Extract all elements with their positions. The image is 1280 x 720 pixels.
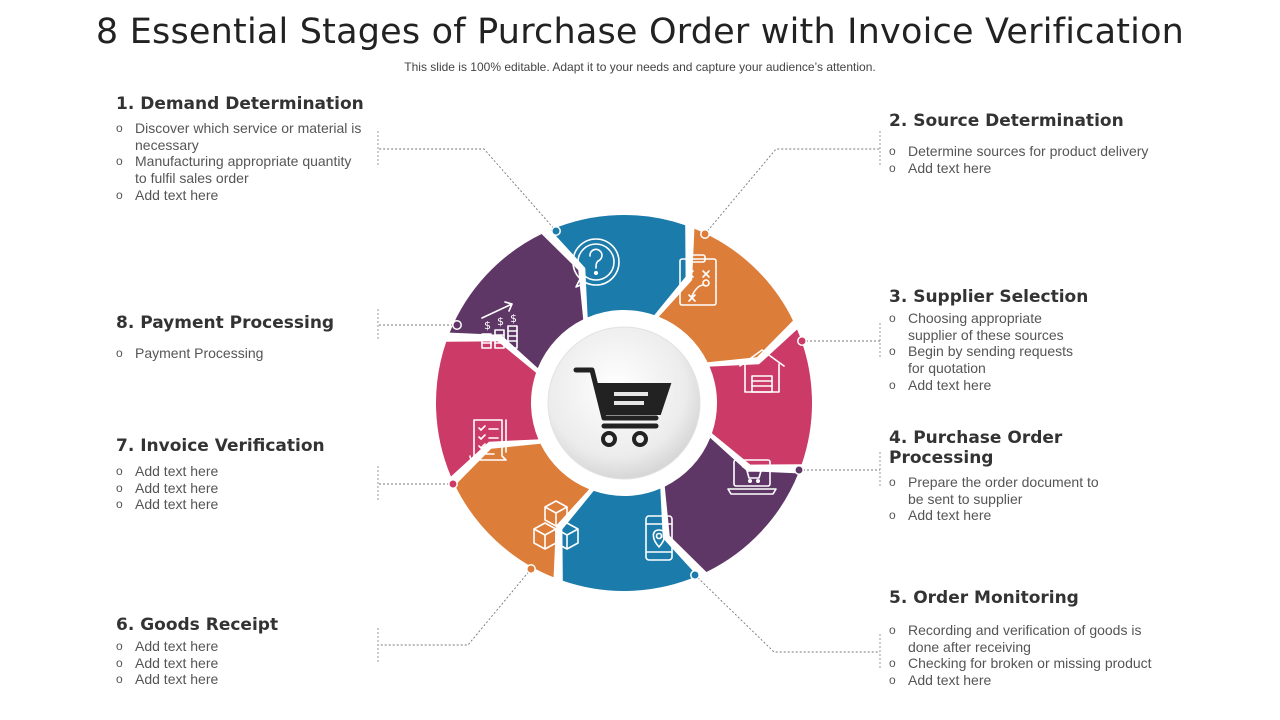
boxes-icon	[533, 500, 579, 550]
stage-title: 3. Supplier Selection	[889, 287, 1089, 307]
connector-dot	[551, 226, 561, 236]
stage-payment-processing: 8. Payment Processing Payment Processing	[116, 313, 366, 362]
connector-lines	[377, 131, 881, 670]
bullet-item: Checking for broken or missing product	[889, 655, 1161, 672]
stage-purchase-order-processing: 4. Purchase Order Processing Prepare the…	[889, 428, 1159, 524]
stage-bullets: Payment Processing	[116, 345, 366, 362]
stage-demand-determination: 1. Demand Determination Discover which s…	[116, 94, 366, 204]
connector-dot	[794, 465, 804, 475]
bullet-item: Add text here	[116, 463, 366, 480]
page-subtitle: This slide is 100% editable. Adapt it to…	[404, 60, 876, 74]
cycle-segment	[435, 341, 539, 477]
connector-line	[378, 148, 557, 232]
bullet-item: Add text here	[116, 671, 366, 688]
bullet-item: Prepare the order document to be sent to…	[889, 474, 1109, 507]
stage-title: 1. Demand Determination	[116, 94, 364, 114]
bullet-item: Add text here	[116, 187, 366, 204]
bullet-item: Add text here	[116, 480, 366, 497]
cycle-segment	[709, 329, 812, 465]
bullet-item: Recording and verification of goods is d…	[889, 622, 1161, 655]
connector-dot	[690, 570, 700, 580]
bullet-item: Manufacturing appropriate quantity to fu…	[116, 153, 366, 186]
connector-dot	[797, 336, 807, 346]
dollar-glyph: $	[497, 315, 504, 328]
laptop-cart-icon	[727, 459, 777, 495]
stage-bullets: Determine sources for product delivery A…	[889, 143, 1179, 176]
page-title: 8 Essential Stages of Purchase Order wit…	[95, 12, 1185, 52]
stage-bullets: Choosing appropriate supplier of these s…	[889, 310, 1089, 394]
stage-order-monitoring: 5. Order Monitoring Recording and verifi…	[889, 588, 1179, 689]
stage-title: 8. Payment Processing	[116, 313, 335, 333]
stage-source-determination: 2. Source Determination Determine source…	[889, 111, 1179, 176]
connector-dot	[448, 479, 458, 489]
bullet-item: Add text here	[116, 655, 366, 672]
stage-title: 4. Purchase Order Processing	[889, 428, 1063, 468]
bullet-item: Add text here	[889, 160, 1179, 177]
stage-supplier-selection: 3. Supplier Selection Choosing appropria…	[889, 287, 1089, 394]
center-hub	[534, 313, 714, 493]
cycle-segments	[435, 215, 812, 591]
cycle-segment	[449, 234, 584, 369]
connector-line	[704, 148, 880, 235]
warehouse-icon	[739, 349, 785, 393]
segment-icons: $ $ $	[469, 238, 785, 561]
dollar-glyph: $	[484, 319, 491, 332]
stage-goods-receipt: 6. Goods Receipt Add text here Add text …	[116, 615, 366, 688]
bullet-item: Add text here	[889, 672, 1161, 689]
question-bubble-icon	[572, 238, 620, 288]
stage-title: 6. Goods Receipt	[116, 615, 279, 635]
stage-bullets: Prepare the order document to be sent to…	[889, 474, 1109, 524]
stage-invoice-verification: 7. Invoice Verification Add text here Ad…	[116, 436, 366, 513]
stage-title: 5. Order Monitoring	[889, 588, 1079, 608]
mobile-location-icon	[645, 515, 673, 561]
bullet-item: Choosing appropriate supplier of these s…	[889, 310, 1089, 343]
cycle-segment	[562, 488, 698, 591]
stage-bullets: Add text here Add text here Add text her…	[116, 638, 366, 688]
dollar-glyph: $	[510, 312, 517, 325]
cycle-segment	[455, 443, 590, 578]
money-growth-icon: $ $ $	[481, 301, 518, 349]
bullet-item: Discover which service or material is ne…	[116, 120, 366, 153]
stage-title: 7. Invoice Verification	[116, 436, 325, 456]
strategy-clipboard-icon	[679, 254, 717, 306]
connector-line	[378, 568, 532, 646]
shopping-cart-icon	[573, 367, 672, 447]
stage-bullets: Discover which service or material is ne…	[116, 120, 366, 204]
bullet-item: Add text here	[889, 507, 1109, 524]
connector-line	[694, 574, 880, 653]
bullet-item: Begin by sending requests for quotation	[889, 343, 1089, 376]
cycle-segment	[664, 437, 799, 572]
stage-title: 2. Source Determination	[889, 111, 1124, 131]
bullet-item: Determine sources for product delivery	[889, 143, 1179, 160]
stage-bullets: Recording and verification of goods is d…	[889, 622, 1161, 689]
connector-dot	[700, 229, 710, 239]
connector-dot	[526, 564, 536, 574]
bullet-item: Add text here	[116, 496, 366, 513]
stage-bullets: Add text here Add text here Add text her…	[116, 463, 366, 513]
bullet-item: Payment Processing	[116, 345, 366, 362]
cycle-segment	[658, 228, 793, 363]
bullet-item: Add text here	[889, 377, 1089, 394]
invoice-checklist-icon	[469, 419, 507, 461]
connector-dot	[452, 320, 462, 330]
bullet-item: Add text here	[116, 638, 366, 655]
